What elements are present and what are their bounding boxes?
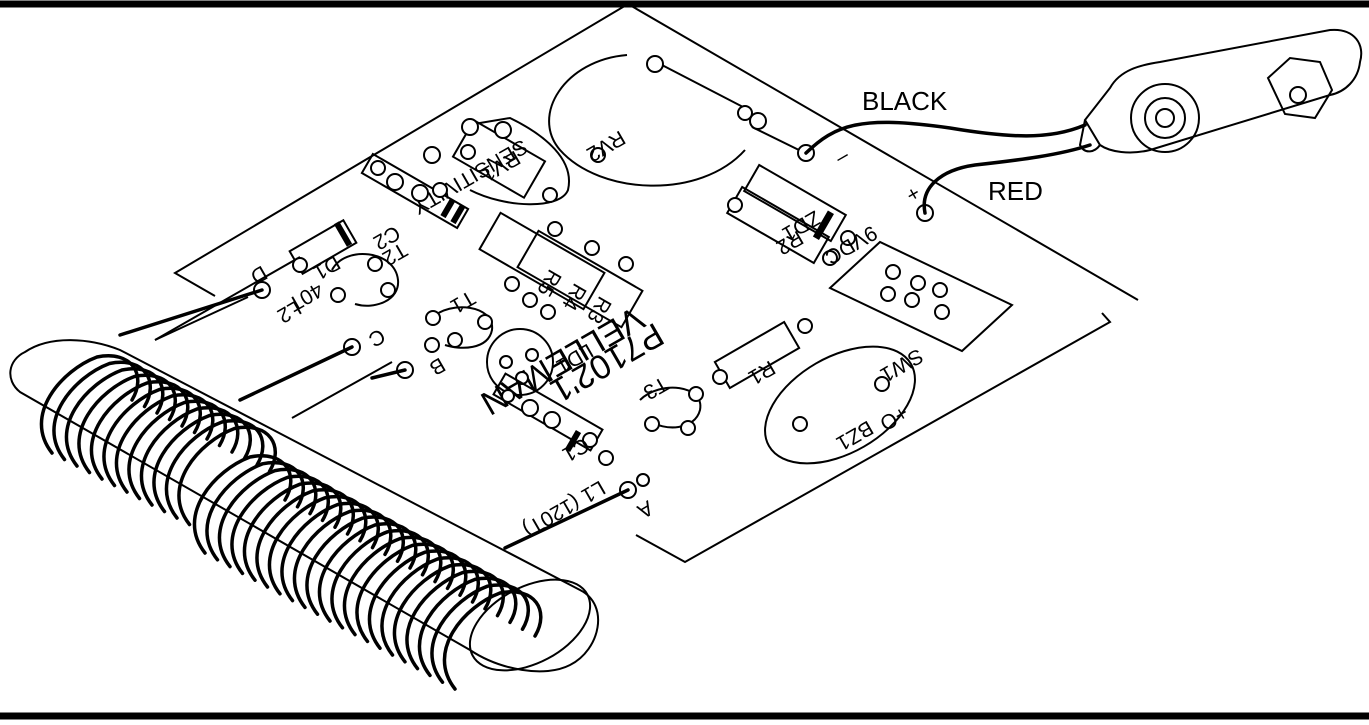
l2-pads: D L2 40T C B (246, 261, 449, 380)
r1-resistor: R1 (712, 318, 813, 390)
l1-coil-turn (430, 583, 530, 684)
l1-coil-turn (417, 576, 518, 678)
d1-diode: D1 (288, 218, 358, 284)
t1-label: T1 (446, 286, 479, 318)
black-wire-label: BLACK (862, 86, 948, 116)
r1-label: R1 (744, 356, 779, 389)
l2-coil-winding (39, 354, 277, 527)
rv2-potentiometer: RV2 (548, 54, 767, 187)
red-wire (922, 143, 1092, 215)
l2-lead-c (238, 345, 354, 402)
a-pad-label: A (633, 496, 657, 523)
black-wire (804, 120, 1087, 155)
minus-label: – (832, 146, 854, 172)
t1-transistor: T1 (424, 286, 494, 353)
c-pad-label: C (364, 324, 389, 352)
rv2-label: RV2 (582, 126, 629, 166)
b-pad-label: B (425, 353, 449, 380)
bz1-label: BZ1 (832, 416, 877, 455)
l2-coil-turn (152, 412, 252, 514)
l1-coil-winding (192, 454, 543, 691)
plus-label: + (902, 181, 924, 207)
t3-label: T3 (639, 372, 672, 404)
sw1-switch: SW1 (828, 240, 1014, 386)
c2-capacitor: C2 (360, 152, 470, 254)
l2-lead-d (118, 288, 264, 337)
l1-coil-turn (442, 590, 543, 691)
bz1-buzzer: BZ1 +O (764, 345, 916, 465)
pcb-outline (154, 2, 1139, 564)
l1-lead-a (503, 488, 630, 550)
red-wire-label: RED (988, 176, 1043, 206)
l2-coil-turn (164, 419, 265, 520)
battery-clip (1078, 28, 1363, 154)
l1-lead-b (370, 368, 407, 380)
pcb-traces (154, 63, 806, 341)
power-label: 9VDC (821, 221, 881, 269)
power-terminals: 9VDC – + (797, 144, 934, 269)
l2-coil-turn (177, 425, 277, 527)
l1-label: L1 (120T) (519, 476, 609, 541)
t3-transistor: T3 (639, 372, 704, 436)
